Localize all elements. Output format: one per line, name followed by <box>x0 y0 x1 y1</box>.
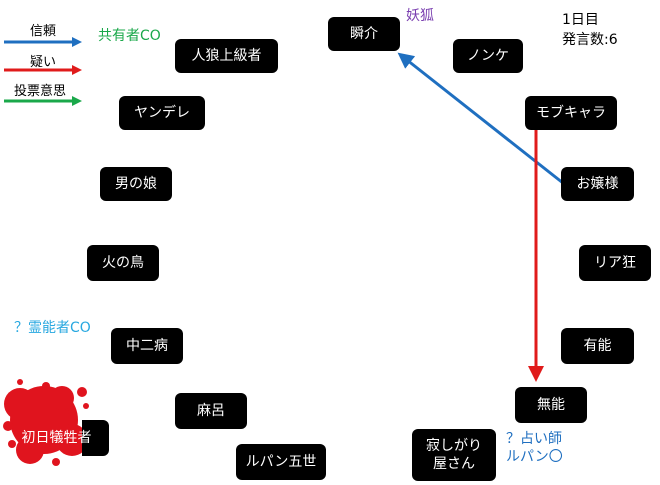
node-chuuni[interactable]: 中二病 <box>111 328 183 364</box>
node-shonichi-box <box>82 420 109 456</box>
node-ojou[interactable]: お嬢様 <box>561 167 634 201</box>
node-shunsuke[interactable]: 瞬介 <box>328 17 400 51</box>
legend-vote-label: 投票意思 <box>14 84 67 99</box>
node-munou[interactable]: 無能 <box>515 387 587 423</box>
node-mobu[interactable]: モブキャラ <box>525 96 617 130</box>
blood-splat-icon <box>3 379 89 466</box>
annotation-uranai: ？占い師 ルパン〇 <box>506 431 563 465</box>
node-yuunou[interactable]: 有能 <box>561 328 634 364</box>
annotation-youko: 妖狐 <box>406 8 434 24</box>
statement-count: 発言数:6 <box>562 32 618 48</box>
node-lupin[interactable]: ルパン五世 <box>236 444 326 480</box>
node-riajuu[interactable]: リア狂 <box>579 245 651 281</box>
game-status: 1日目 発言数:6 <box>562 10 618 50</box>
node-sabishi[interactable]: 寂しがり 屋さん <box>412 429 496 481</box>
day-indicator: 1日目 <box>562 12 599 28</box>
annotation-kyouyuu: 共有者CO <box>98 28 161 44</box>
node-maro[interactable]: 麻呂 <box>175 393 247 429</box>
node-jinrou[interactable]: 人狼上級者 <box>175 39 278 73</box>
node-shonichi[interactable]: 初日犠牲者 <box>21 430 92 446</box>
node-nonke[interactable]: ノンケ <box>453 39 523 73</box>
node-otoko[interactable]: 男の娘 <box>100 167 172 201</box>
node-hinotori[interactable]: 火の鳥 <box>87 245 159 281</box>
legend-doubt-label: 疑い <box>30 55 57 70</box>
node-yandere[interactable]: ヤンデレ <box>119 96 205 130</box>
annotation-reinou: ？霊能者CO <box>14 320 91 336</box>
legend-trust-label: 信頼 <box>30 24 57 39</box>
